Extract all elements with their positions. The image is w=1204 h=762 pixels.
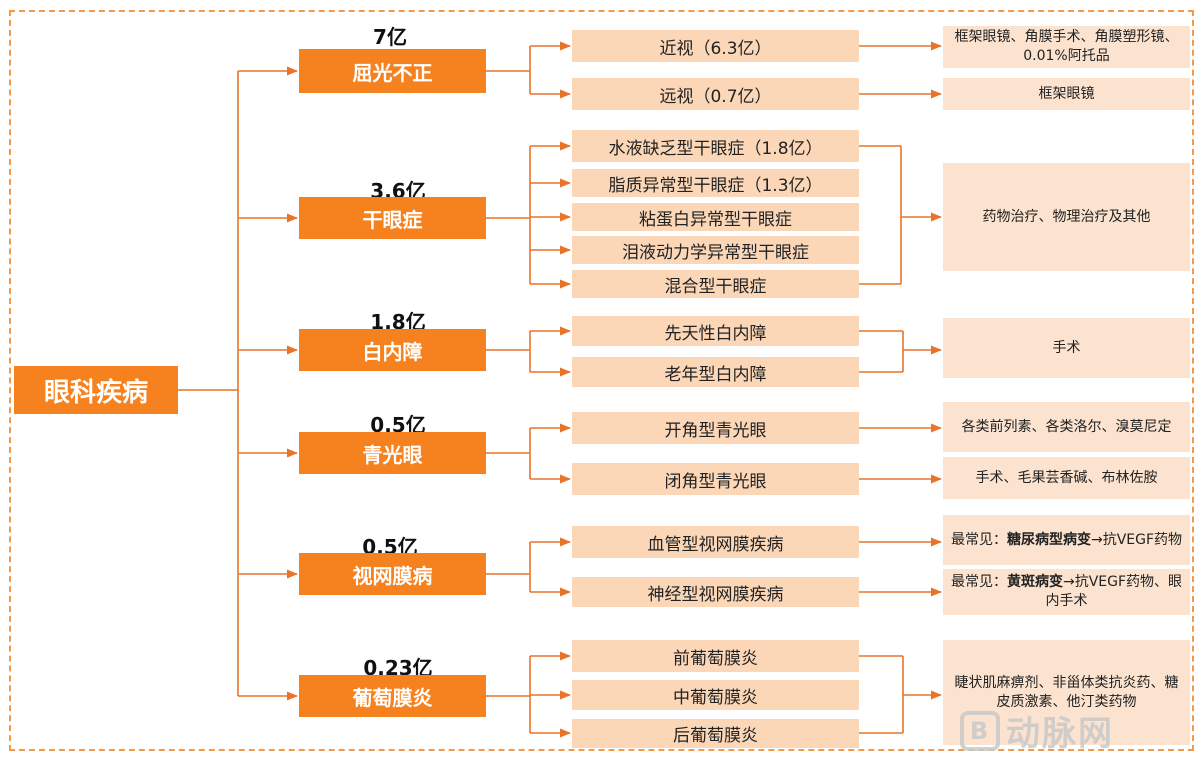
subtype-node: 开角型青光眼 (572, 412, 859, 444)
category-node: 干眼症 (299, 197, 486, 239)
category-node: 青光眼 (299, 432, 486, 474)
count-label: 7亿 (373, 25, 407, 49)
subtype-node: 粘蛋白异常型干眼症 (572, 203, 859, 231)
watermark-text: 动脉网 (1006, 714, 1114, 754)
category-node: 视网膜病 (299, 553, 486, 595)
treatment-node: 药物治疗、物理治疗及其他 (943, 163, 1190, 271)
subtype-node: 血管型视网膜疾病 (572, 526, 859, 558)
subtype-node: 老年型白内障 (572, 357, 859, 387)
subtype-node: 后葡萄膜炎 (572, 719, 859, 748)
treatment-node: 最常见：糖尿病型病变→抗VEGF药物 (943, 515, 1190, 565)
subtype-node: 先天性白内障 (572, 316, 859, 346)
treatment-node: 手术 (943, 318, 1190, 378)
category-node: 屈光不正 (299, 49, 486, 93)
subtype-node: 脂质异常型干眼症（1.3亿） (572, 169, 859, 197)
treatment-node: 框架眼镜、角膜手术、角膜塑形镜、0.01%阿托品 (943, 26, 1190, 68)
subtype-node: 闭角型青光眼 (572, 463, 859, 495)
subtype-node: 泪液动力学异常型干眼症 (572, 236, 859, 264)
subtype-node: 近视（6.3亿） (572, 30, 859, 62)
treatment-node: 最常见：黄斑病变→抗VEGF药物、眼内手术 (943, 569, 1190, 615)
watermark: B 动脉网 (960, 706, 1114, 755)
subtype-node: 水液缺乏型干眼症（1.8亿） (572, 130, 859, 162)
treatment-node: 睫状肌麻痹剂、非甾体类抗炎药、糖皮质激素、他汀类药物 (943, 640, 1190, 745)
treatment-node: 框架眼镜 (943, 78, 1190, 110)
treatment-node: 各类前列素、各类洛尔、溴莫尼定 (943, 402, 1190, 452)
diagram-frame (9, 10, 1194, 751)
subtype-node: 中葡萄膜炎 (572, 680, 859, 710)
category-node: 葡萄膜炎 (299, 675, 486, 717)
subtype-node: 混合型干眼症 (572, 270, 859, 298)
treatment-node: 手术、毛果芸香碱、布林佐胺 (943, 457, 1190, 499)
category-node: 白内障 (299, 329, 486, 371)
subtype-node: 远视（0.7亿） (572, 78, 859, 110)
subtype-node: 神经型视网膜疾病 (572, 577, 859, 607)
watermark-logo-icon: B (960, 710, 1000, 751)
root-node: 眼科疾病 (14, 366, 178, 414)
subtype-node: 前葡萄膜炎 (572, 640, 859, 672)
